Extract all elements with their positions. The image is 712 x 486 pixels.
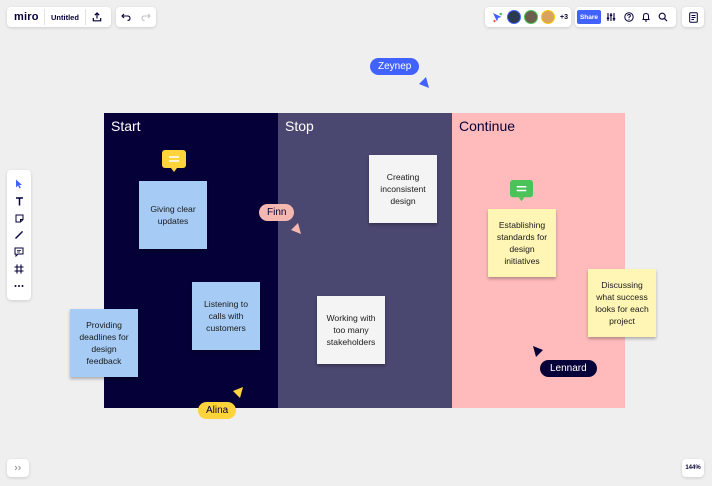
notes-icon (688, 11, 698, 23)
cursor-label-finn: Finn (259, 204, 295, 221)
reactions-button[interactable] (488, 7, 506, 27)
export-button[interactable] (86, 7, 108, 27)
undo-button[interactable] (117, 7, 135, 27)
comment-icon (510, 180, 533, 202)
avatar[interactable] (541, 10, 555, 24)
sticky-note[interactable]: Establishing standards for design initia… (488, 209, 556, 277)
column-title-start: Start (111, 118, 141, 134)
help-icon (623, 12, 634, 22)
sticky-note[interactable]: Working with too many stakeholders (317, 296, 385, 364)
divider (85, 9, 86, 25)
help-button[interactable] (620, 7, 637, 27)
cursor-label-alina: Alina (198, 402, 237, 419)
tools-toolbar (7, 170, 31, 300)
share-button[interactable]: Share (577, 10, 601, 24)
comment-tool[interactable] (7, 244, 31, 261)
notes-panel (682, 7, 704, 27)
avatar[interactable] (524, 10, 538, 24)
redo-button[interactable] (137, 7, 155, 27)
sticky-note-icon (15, 214, 23, 222)
column-title-stop: Stop (285, 118, 314, 134)
comment-marker-green[interactable] (510, 180, 533, 208)
divider (44, 9, 45, 25)
comment-icon (162, 150, 186, 172)
collaborators-more-count[interactable]: +3 (560, 13, 568, 21)
sticky-note-tool[interactable] (7, 210, 31, 227)
sticky-note[interactable]: Giving clear updates (139, 181, 207, 249)
bell-icon (641, 12, 650, 22)
settings-button[interactable] (602, 7, 620, 27)
notes-button[interactable] (682, 7, 704, 27)
zoom-panel: 144% (682, 459, 704, 477)
board-header-panel: miro Untitled (7, 7, 111, 27)
avatar[interactable] (507, 10, 521, 24)
column-title-continue: Continue (459, 118, 516, 134)
upload-icon (92, 12, 102, 22)
frame-tool[interactable] (7, 261, 31, 278)
sticky-note[interactable]: Listening to calls with customers (192, 282, 260, 350)
comment-marker-yellow[interactable] (162, 150, 186, 179)
reaction-icon (492, 12, 502, 22)
text-icon (15, 196, 23, 205)
share-button-label: Share (579, 13, 599, 21)
pen-tool[interactable] (7, 227, 31, 244)
comment-icon (14, 247, 24, 257)
frame-icon (14, 264, 24, 274)
expand-button[interactable] (7, 459, 29, 477)
redo-icon (141, 13, 151, 21)
board-title[interactable]: Untitled (51, 12, 79, 22)
sticky-note[interactable]: Creating inconsistent design (369, 155, 437, 223)
notifications-button[interactable] (637, 7, 654, 27)
select-tool[interactable] (7, 176, 31, 193)
cursor-icon (16, 179, 22, 189)
cursor-icon (533, 346, 543, 357)
cursor-icon (419, 77, 429, 88)
expand-panel (7, 459, 29, 477)
sticky-note[interactable]: Providing deadlines for design feedback (70, 309, 138, 377)
collaborators-panel: +3 (485, 7, 571, 27)
text-tool[interactable] (7, 193, 31, 210)
actions-panel: Share (575, 7, 676, 27)
cursor-icon (233, 387, 243, 398)
more-icon (14, 285, 24, 287)
more-tools-button[interactable] (7, 278, 31, 295)
settings-sliders-icon (606, 13, 616, 21)
expand-icon (14, 465, 22, 471)
history-panel (116, 7, 156, 27)
search-button[interactable] (654, 7, 671, 27)
sticky-note[interactable]: Discussing what success looks for each p… (588, 269, 656, 337)
zoom-level[interactable]: 144% (685, 465, 701, 471)
cursor-icon (291, 223, 301, 234)
search-icon (658, 12, 667, 22)
cursor-label-lennard: Lennard (540, 360, 597, 377)
undo-icon (121, 13, 131, 21)
miro-logo[interactable]: miro (14, 11, 39, 23)
pen-icon (15, 231, 23, 239)
cursor-label-zeynep: Zeynep (370, 58, 420, 75)
